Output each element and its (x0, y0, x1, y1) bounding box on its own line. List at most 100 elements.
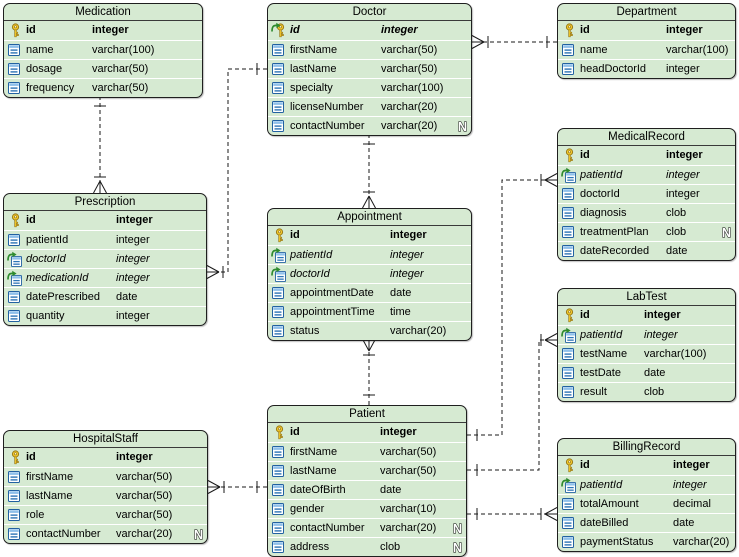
relationship-medication-prescription[interactable] (93, 96, 107, 194)
column-type: varchar(100) (92, 44, 155, 56)
column-icon (560, 534, 578, 551)
column-name: result (580, 386, 607, 398)
column-row-id[interactable]: id integer (4, 21, 202, 40)
column-icon (6, 488, 24, 505)
column-type: integer (666, 169, 700, 181)
column-type: varchar(50) (116, 471, 173, 483)
relationship-doctor-appointment[interactable] (362, 134, 376, 209)
column-icon (270, 304, 288, 321)
primary-key-icon (6, 22, 24, 39)
column-name: id (290, 426, 300, 438)
column-name: doctorId (26, 253, 66, 265)
relationship-patient-billingrecord[interactable] (467, 507, 558, 521)
column-name: patientId (580, 169, 623, 181)
primary-key-icon (560, 307, 578, 324)
relationship-doctor-prescription[interactable] (206, 63, 267, 279)
column-name: name (26, 44, 54, 56)
column-row-name[interactable]: name varchar(100) (558, 40, 735, 59)
column-row-patientId[interactable]: patientId integer (558, 165, 735, 184)
relationship-patient-hospitalstaff[interactable] (207, 480, 267, 494)
column-type: clob (666, 207, 687, 219)
column-type: varchar(100) (666, 44, 729, 56)
entity-title: LabTest (558, 289, 735, 306)
column-type: varchar(50) (380, 446, 437, 458)
column-name: name (580, 44, 608, 56)
column-type: varchar(20) (673, 536, 730, 548)
primary-key-icon (270, 227, 288, 244)
relationship-patient-appointment[interactable] (362, 338, 376, 405)
column-row-name[interactable]: name varchar(100) (4, 40, 202, 59)
column-type: clob (666, 226, 687, 238)
relationship-department-doctor[interactable] (471, 35, 557, 49)
relationship-patient-labtest[interactable] (467, 333, 558, 477)
column-name: licenseNumber (290, 101, 364, 113)
column-name: totalAmount (580, 498, 639, 510)
svg-text:N: N (453, 541, 462, 554)
column-type: integer (92, 24, 129, 36)
column-type: date (116, 291, 138, 303)
column-type: integer (666, 149, 703, 161)
relationship-patient-medicalrecord[interactable] (467, 173, 558, 442)
column-name: id (26, 24, 36, 36)
